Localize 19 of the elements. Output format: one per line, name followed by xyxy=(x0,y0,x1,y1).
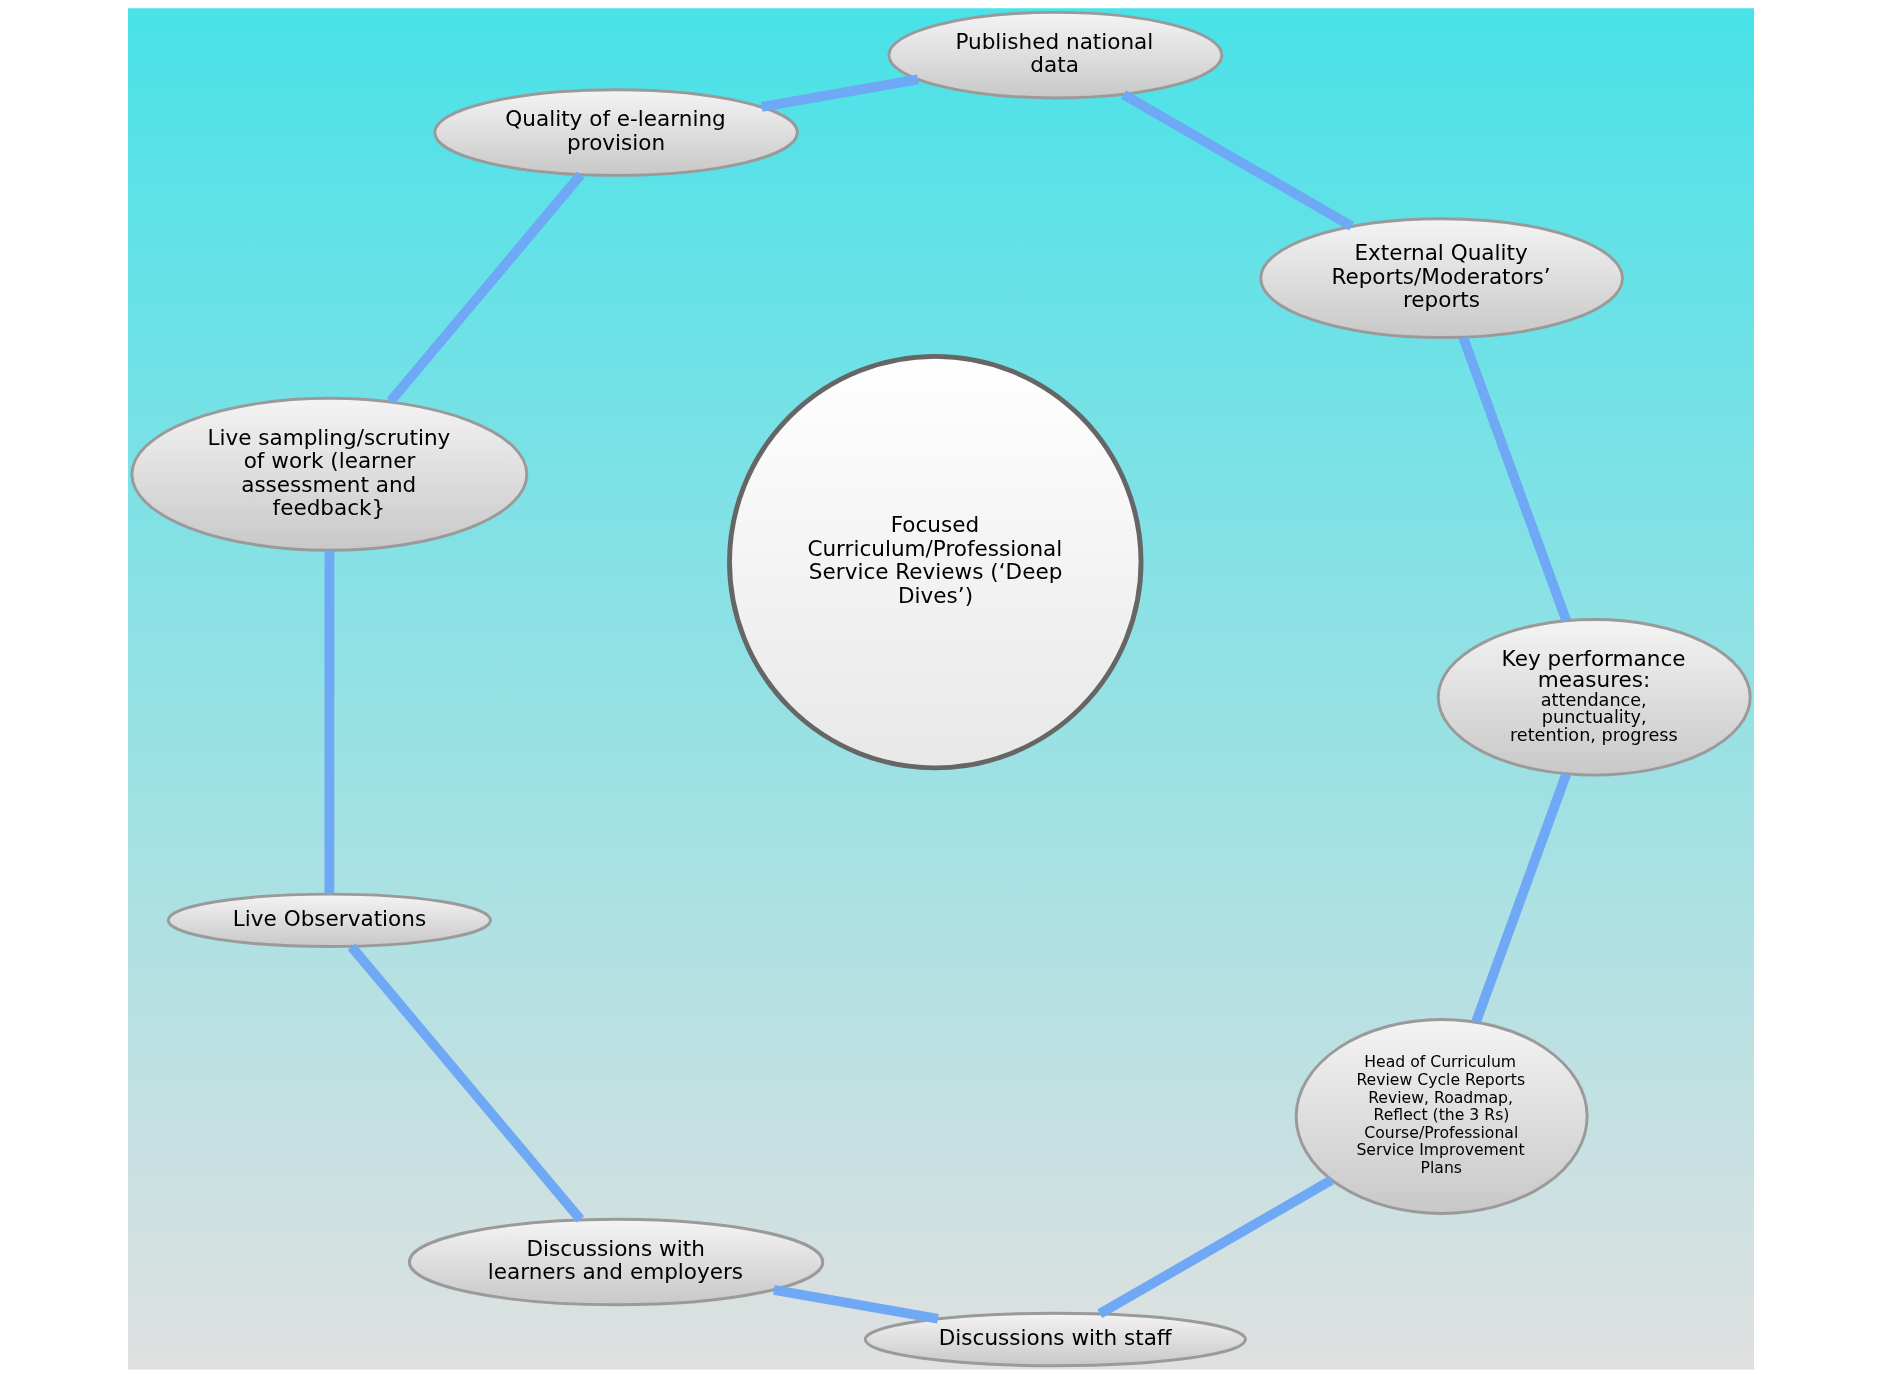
node-ellipse: Head of Curriculum Review Cycle Reports Review, Roadmap, Reflect (the 3 Rs) Course/Professional Service Improvement Plans xyxy=(1294,1018,1589,1215)
node-circle: Focused Curriculum/Professional Service Reviews (‘Deep Dives’) xyxy=(727,353,1144,771)
connector xyxy=(1097,1175,1334,1319)
connector xyxy=(324,550,335,894)
node-ellipse: External Quality Reports/Moderators’ reports xyxy=(1259,217,1624,340)
connector xyxy=(1471,772,1571,1024)
node-ellipse: Key performance measures: attendance, punctuality, retention, progress xyxy=(1436,618,1752,777)
node-ellipse: Published national data xyxy=(887,10,1224,100)
node-ellipse: Live sampling/scrutiny of work (learner assessment and feedback} xyxy=(130,396,529,552)
node-ellipse: Discussions with learners and employers xyxy=(407,1217,825,1307)
connector xyxy=(1458,335,1571,623)
connector xyxy=(760,74,919,112)
node-ellipse: Discussions with staff xyxy=(863,1311,1247,1368)
connector xyxy=(347,943,585,1223)
node-ellipse: Quality of e-learning provision xyxy=(433,88,799,177)
node-ellipse: Live Observations xyxy=(166,892,493,948)
connector xyxy=(386,171,585,405)
connector xyxy=(773,1285,939,1324)
connector xyxy=(1121,90,1355,231)
